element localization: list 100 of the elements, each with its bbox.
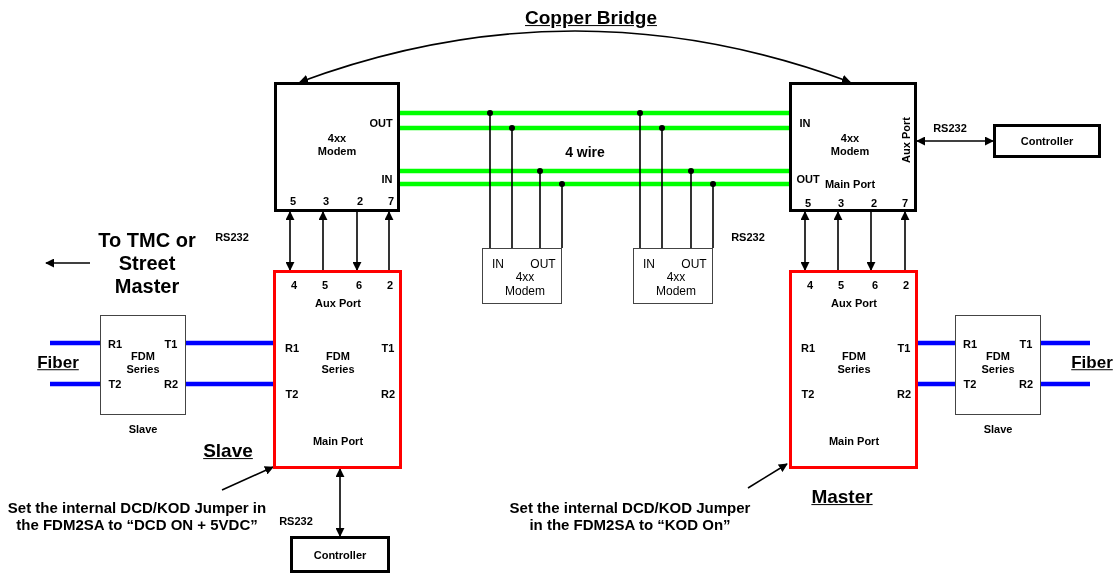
signal-label: RS232: [215, 230, 249, 244]
pin-label: T1: [164, 337, 178, 351]
port-label: IN: [799, 116, 811, 130]
controller-box: [993, 124, 1101, 158]
destination-text: To TMC or Street Master: [92, 228, 202, 298]
pin-label: 2: [902, 278, 910, 292]
unit-title: FDM Series: [320, 350, 356, 376]
unit-title: 4xx Modem: [655, 271, 697, 299]
arrow: [384, 211, 394, 271]
arrow: [866, 211, 876, 271]
tap-line: [637, 110, 643, 249]
pin-label: R1: [962, 337, 978, 351]
unit-title: 4xx Modem: [316, 132, 358, 158]
port-label: OUT: [530, 258, 556, 272]
pin-label: 2: [386, 278, 394, 292]
fiber-line: [50, 340, 100, 346]
port-label: IN: [381, 172, 393, 186]
pin-label: R2: [1018, 377, 1034, 391]
signal-label: RS232: [279, 514, 313, 528]
pin-label: R1: [800, 341, 816, 355]
tap-line: [710, 181, 716, 249]
modem-box: [789, 82, 917, 212]
pin-label: 3: [322, 194, 330, 208]
port-label: OUT: [369, 116, 393, 130]
pin-label: 5: [321, 278, 329, 292]
curved-arrow: [299, 30, 851, 84]
pin-label: 5: [837, 278, 845, 292]
port-label: Main Port: [312, 434, 364, 448]
pin-label: R1: [107, 337, 123, 351]
port-label: Main Port: [824, 177, 876, 191]
tap-line: [659, 125, 665, 249]
port-label: OUT: [681, 258, 707, 272]
pin-label: T2: [801, 387, 815, 401]
medium-label: Fiber: [1071, 353, 1113, 373]
modem-box: [274, 82, 400, 212]
wire-line: [400, 125, 789, 131]
pin-label: 4: [806, 278, 814, 292]
fiber-line: [918, 381, 955, 387]
pin-label: T1: [897, 341, 911, 355]
role-label: Slave: [203, 440, 253, 462]
unit-title: FDM Series: [980, 350, 1016, 376]
pin-label: T1: [1019, 337, 1033, 351]
pin-label: R2: [380, 387, 396, 401]
pin-label: 4: [290, 278, 298, 292]
fiber-line: [186, 340, 273, 346]
pin-label: T2: [963, 377, 977, 391]
arrow: [352, 211, 362, 271]
tap-line: [688, 168, 694, 249]
pin-label: R2: [896, 387, 912, 401]
fdm-unit-box: [100, 315, 186, 415]
fdm-unit-box: [789, 270, 918, 469]
fiber-line: [1041, 340, 1090, 346]
unit-title: FDM Series: [836, 350, 872, 376]
fiber-line: [1041, 381, 1090, 387]
direction-arrow: [45, 258, 91, 268]
pin-label: 7: [901, 196, 909, 210]
port-label: OUT: [796, 172, 820, 186]
port-label: Aux Port: [899, 117, 913, 163]
pin-label: 6: [355, 278, 363, 292]
wire-label: 4 wire: [565, 143, 605, 161]
tap-line: [537, 168, 543, 249]
arrow: [900, 211, 910, 271]
tap-line: [487, 110, 493, 249]
unit-title: 4xx Modem: [504, 271, 546, 299]
pin-label: 6: [871, 278, 879, 292]
pin-label: 3: [837, 196, 845, 210]
leader-line: [747, 463, 788, 489]
note-text: Set the internal DCD/KOD Jumper in the FDM2SA to “KOD On”: [505, 498, 755, 534]
tap-line: [509, 125, 515, 249]
modem-box: [633, 248, 713, 304]
pin-label: R1: [284, 341, 300, 355]
role-label: Master: [811, 486, 873, 508]
tap-line: [559, 181, 565, 249]
unit-title: Controller: [1020, 134, 1074, 148]
fiber-line: [186, 381, 273, 387]
arrow: [335, 468, 345, 537]
wire-line: [400, 181, 789, 187]
pin-label: T2: [108, 377, 122, 391]
signal-label: RS232: [731, 230, 765, 244]
fiber-line: [918, 340, 955, 346]
pin-label: T1: [381, 341, 395, 355]
pin-label: 7: [387, 194, 395, 208]
role-label: Slave: [128, 422, 158, 436]
controller-box: [290, 536, 390, 573]
arrow: [916, 136, 994, 146]
pin-label: 2: [870, 196, 878, 210]
unit-title: Controller: [313, 548, 367, 562]
port-label: Aux Port: [315, 296, 361, 310]
pin-label: 2: [356, 194, 364, 208]
medium-label: Fiber: [37, 353, 79, 373]
port-label: IN: [492, 258, 504, 272]
wire-line: [400, 168, 789, 174]
pin-label: R2: [163, 377, 179, 391]
pin-label: 5: [804, 196, 812, 210]
arrow: [833, 211, 843, 271]
signal-label: RS232: [933, 121, 967, 135]
port-label: Main Port: [828, 434, 880, 448]
role-label: Slave: [983, 422, 1013, 436]
leader-line: [221, 466, 274, 491]
arrow: [318, 211, 328, 271]
